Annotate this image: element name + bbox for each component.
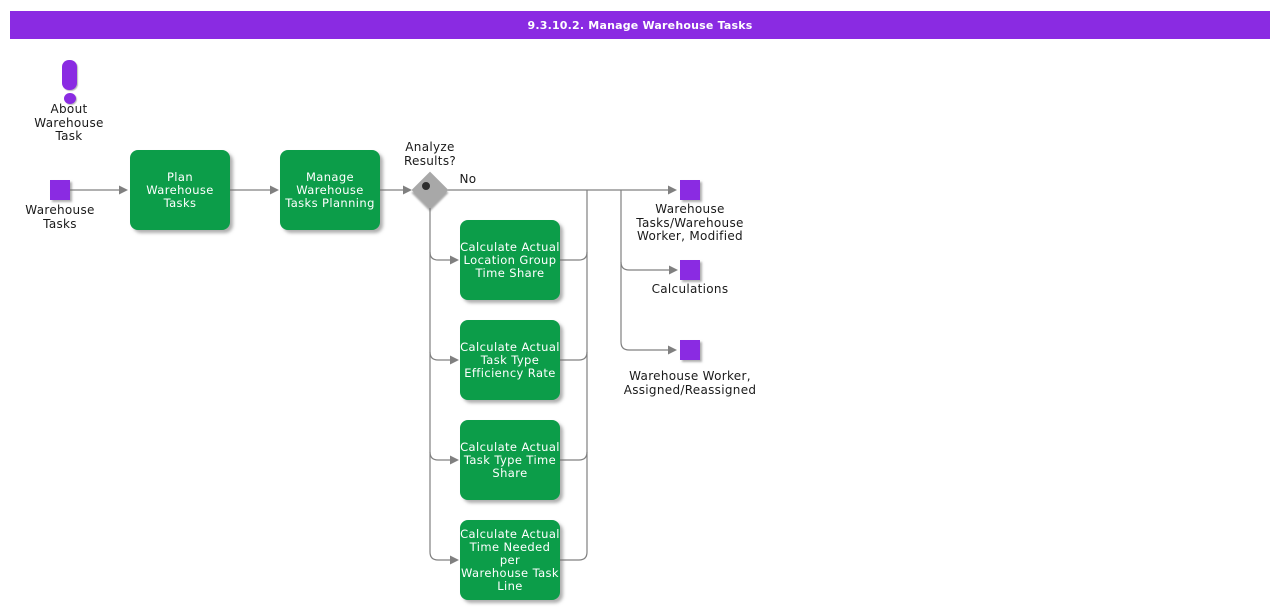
- artifact-warehouse-tasks[interactable]: [50, 180, 70, 200]
- exclamation-bar: [62, 60, 77, 90]
- flow-lines: [70, 185, 678, 565]
- diagram-title-bar: 9.3.10.2. Manage Warehouse Tasks: [10, 11, 1270, 39]
- artifact-calculations[interactable]: [680, 260, 700, 280]
- artifact-calculations-label: Calculations: [651, 282, 729, 296]
- decision-ring-icon: [422, 182, 430, 190]
- activity-calc-time-needed-per-line[interactable]: Calculate Actual Time Needed per Warehou…: [460, 520, 560, 600]
- activity-calc-location-group-time-share[interactable]: Calculate Actual Location Group Time Sha…: [460, 220, 560, 300]
- artifact-warehouse-worker-assigned[interactable]: [680, 340, 700, 360]
- artifact-warehouse-tasks-worker-modified[interactable]: [680, 180, 700, 200]
- decision-no-label: No: [459, 172, 477, 186]
- diagram-title: 9.3.10.2. Manage Warehouse Tasks: [527, 18, 753, 32]
- artifact-warehouse-tasks-worker-modified-label: Warehouse Tasks/Warehouse Worker, Modifi…: [636, 202, 744, 243]
- decision-label: Analyze Results?: [403, 140, 457, 168]
- artifact-warehouse-worker-assigned-label: Warehouse Worker, Assigned/Reassigned: [623, 369, 757, 397]
- activity-plan-warehouse-tasks[interactable]: Plan Warehouse Tasks: [130, 150, 230, 230]
- activity-manage-warehouse-tasks-planning[interactable]: Manage Warehouse Tasks Planning: [280, 150, 380, 230]
- activity-calc-task-type-time-share[interactable]: Calculate Actual Task Type Time Share: [460, 420, 560, 500]
- decision-analyze-results[interactable]: [411, 171, 449, 209]
- artifact-warehouse-tasks-label: Warehouse Tasks: [25, 203, 95, 231]
- exclamation-dot: [64, 93, 76, 104]
- about-warehouse-task-label: About Warehouse Task: [34, 102, 104, 143]
- activity-calc-task-type-efficiency-rate[interactable]: Calculate Actual Task Type Efficiency Ra…: [460, 320, 560, 400]
